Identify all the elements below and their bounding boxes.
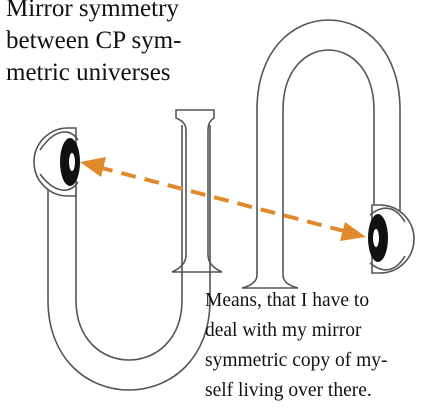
right-tube-inner-edge <box>282 49 375 275</box>
caption-line-3: symmetric copy of my- <box>205 350 388 371</box>
title-line-2: between CP sym- <box>6 27 182 54</box>
right-eye-lid-upper <box>369 207 406 223</box>
caption-line-2: deal with my mirror <box>205 320 362 341</box>
arrow-head-right <box>340 222 366 241</box>
arrow-dashed-line <box>97 165 349 234</box>
left-eye-icon <box>33 127 80 197</box>
right-u-tube <box>241 19 401 289</box>
title-line-1: Mirror symmetry <box>6 0 179 22</box>
left-tube-inner-edge <box>75 125 183 361</box>
right-tube-base <box>241 274 299 289</box>
title-line-3: metric universes <box>6 59 171 86</box>
right-tube-outer-edge <box>256 19 401 275</box>
diagram-caption: Means, that I have to deal with my mirro… <box>205 286 430 406</box>
right-eye-lid-lower <box>369 255 406 271</box>
caption-line-4: self living over there. <box>205 380 372 401</box>
left-tube-outer-edge <box>47 125 211 391</box>
right-eye-icon <box>368 204 415 274</box>
right-eye-highlight <box>373 229 379 247</box>
diagram-title: Mirror symmetry between CP sym- metric u… <box>6 0 266 89</box>
double-arrow <box>80 157 366 241</box>
left-eye-lid-upper <box>39 131 79 151</box>
arrow-head-left <box>80 157 106 177</box>
left-tube-flared-end <box>171 109 223 273</box>
left-u-tube <box>47 109 223 391</box>
caption-line-1: Means, that I have to <box>205 290 370 311</box>
left-eye-lid-lower <box>39 173 79 191</box>
left-eye-highlight <box>69 153 75 171</box>
